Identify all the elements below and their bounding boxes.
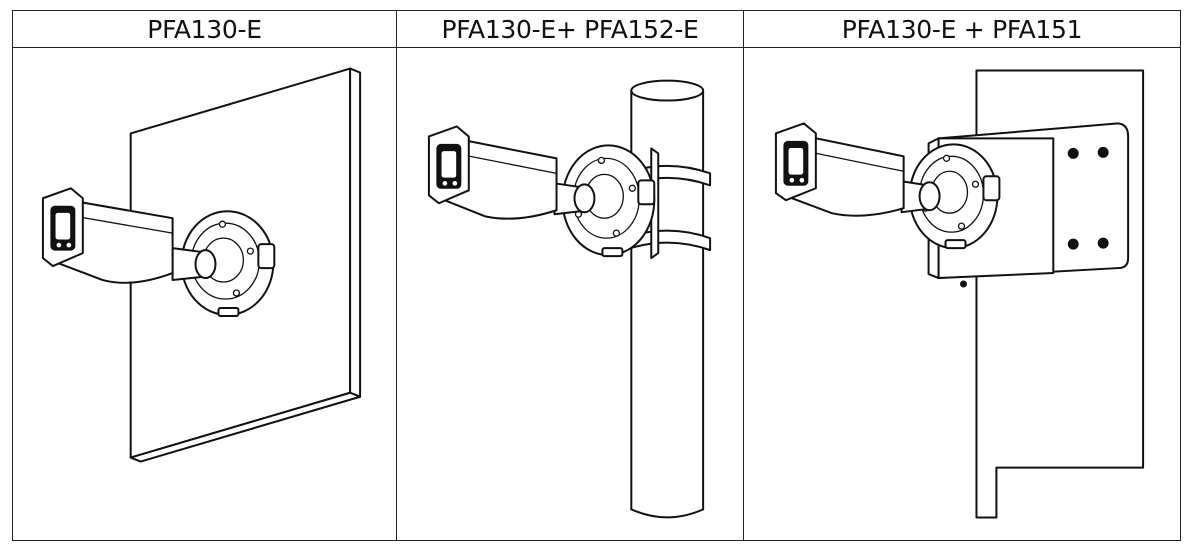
corner-mount-illustration bbox=[774, 69, 1145, 519]
wall-mount-illustration bbox=[41, 67, 362, 463]
bullet-camera bbox=[41, 187, 217, 284]
header-row: PFA130-E PFA130-E+ PFA152-E PFA130-E + P… bbox=[12, 10, 1181, 48]
bullet-camera bbox=[774, 122, 941, 217]
illustration-row bbox=[12, 47, 1181, 541]
bullet-camera bbox=[427, 125, 596, 220]
header-corner-mount: PFA130-E + PFA151 bbox=[743, 10, 1181, 48]
wall-mount-cell bbox=[12, 47, 397, 541]
junction-box bbox=[561, 144, 660, 260]
pole bbox=[630, 79, 705, 519]
header-pole-mount: PFA130-E+ PFA152-E bbox=[396, 10, 744, 48]
junction-box bbox=[908, 143, 1001, 250]
mount-options-table: PFA130-E PFA130-E+ PFA152-E PFA130-E + P… bbox=[12, 10, 1181, 541]
corner-mount-cell bbox=[743, 47, 1181, 541]
header-wall-mount: PFA130-E bbox=[12, 10, 397, 48]
pole-mount-cell bbox=[396, 47, 744, 541]
pole-mount-illustration bbox=[427, 79, 712, 519]
